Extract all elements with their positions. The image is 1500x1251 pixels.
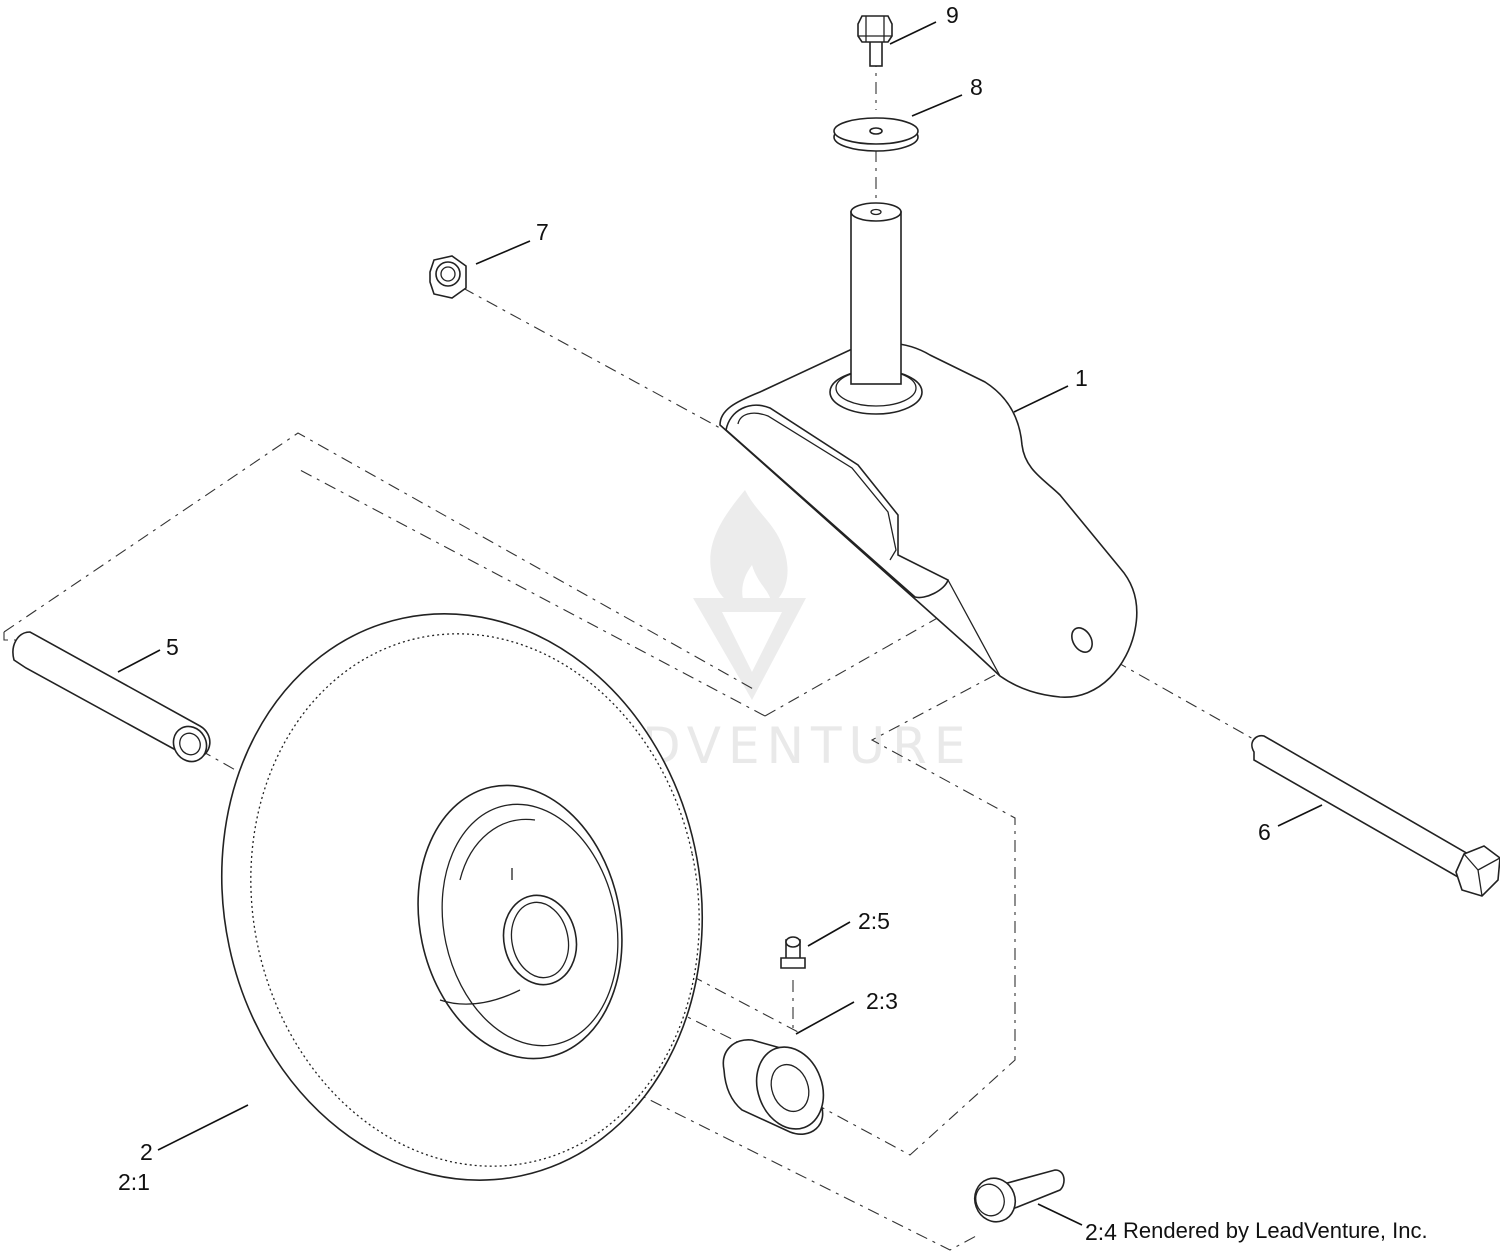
- callout-8: 8: [970, 74, 983, 100]
- callout-2: 2: [140, 1139, 153, 1165]
- callout-5: 5: [166, 634, 179, 660]
- axle-bolt: [1251, 734, 1500, 897]
- caster-fork: [719, 202, 1138, 698]
- callout-labels: 9 8 7 1 5 6 2:5 2:3 2 2:1 2:4: [118, 2, 1271, 1245]
- hex-nut: [429, 255, 467, 299]
- grease-fitting: [780, 936, 806, 969]
- callout-2-1: 2:1: [118, 1169, 150, 1195]
- callout-1: 1: [1075, 365, 1088, 391]
- flange-bolt: [857, 15, 893, 67]
- callout-2-3: 2:3: [866, 988, 898, 1014]
- callout-7: 7: [536, 219, 549, 245]
- callout-2-4: 2:4: [1085, 1219, 1117, 1245]
- callout-leaders: [117, 21, 1323, 1226]
- wheel-assembly: [220, 613, 704, 1181]
- callout-6: 6: [1258, 819, 1271, 845]
- callout-9: 9: [946, 2, 959, 28]
- spacer-tube: [12, 631, 211, 763]
- callout-2-5: 2:5: [858, 908, 890, 934]
- wheel-bearing: [722, 1039, 825, 1135]
- valve-stem: [973, 1169, 1065, 1223]
- flat-washer: [833, 117, 919, 152]
- render-credit: Rendered by LeadVenture, Inc.: [1123, 1218, 1428, 1243]
- watermark-flame-icon: [710, 490, 788, 612]
- watermark-v-logo-icon: [693, 598, 806, 700]
